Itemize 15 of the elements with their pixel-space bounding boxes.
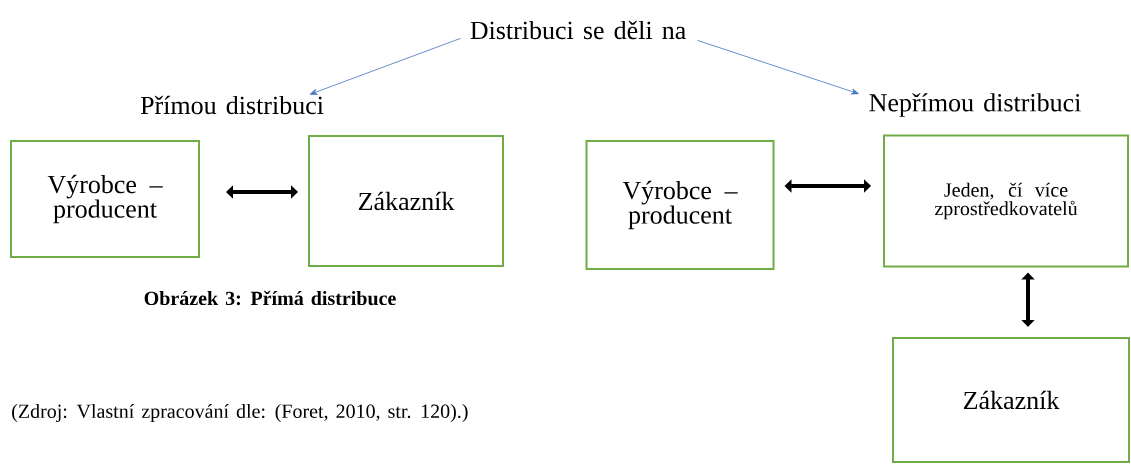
process-box: Zákazník [308,135,504,267]
arrow [226,185,298,199]
source-note: (Zdroj: Vlastní zpracování dle: (Foret, 2010, str. 120).) [12,403,468,423]
heading-text: Distribuci se děli na [470,20,686,40]
arrow [1021,272,1035,327]
heading-text: Nepřímou distribuci [869,93,1081,117]
process-box: Výrobce – producent [585,140,775,270]
heading-text: Přímou distribuci [140,95,324,115]
process-box: Zákazník [892,337,1130,463]
process-box: Jeden, čí více zprostředkovatelů [883,134,1129,268]
arrow [309,37,461,95]
arrow [697,39,859,95]
figure-caption: Obrázek 3: Přímá distribuce [144,290,396,306]
arrow [784,179,871,193]
process-box: Výrobce – producent [10,140,200,258]
